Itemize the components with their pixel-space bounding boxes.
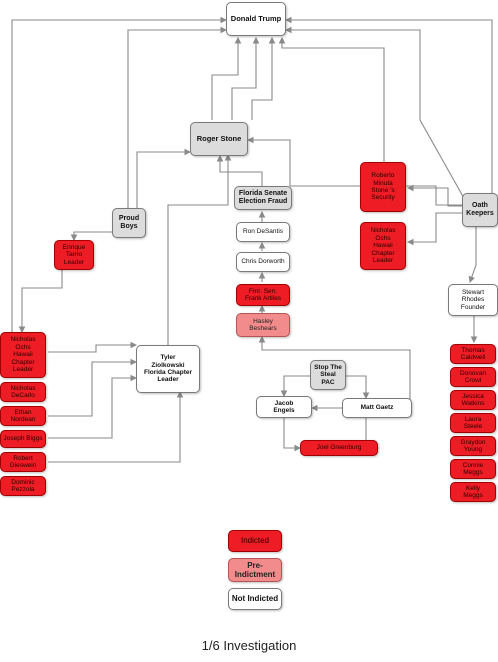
edge-stone-trump-3 [251, 36, 276, 120]
edge-oathkeepers-trump [284, 26, 466, 201]
edge-stone-trump-1 [211, 36, 242, 120]
edge-stopsteal-gaetz [346, 375, 370, 400]
edge-decarlo-ziolkowski [48, 341, 138, 353]
node-jessica-watkins: Jessica Watkins [450, 390, 496, 410]
edge-right-border-trump [284, 16, 493, 205]
node-frank-artiles: Fmr. Sen. Frank Artiles [236, 284, 290, 306]
node-tyler-ziolkowski: Tyler Ziolkowski Florida Chapter Leader [136, 345, 200, 393]
node-proud-boys: Proud Boys [112, 208, 146, 238]
node-stop-the-steal-pac: Stop The Steal PAC [310, 360, 346, 390]
legend-not-indicted: Not Indicted [228, 588, 282, 610]
edge-gaetz-beshears [258, 335, 411, 400]
node-ethan-nordean: Ethan Nordean [0, 406, 46, 426]
edge-gieswein-ziolkowski [48, 390, 184, 463]
node-joel-greenberg: Joel Greenburg [300, 440, 378, 456]
node-jacob-engels: Jacob Engels [256, 396, 312, 418]
node-stewart-rhodes: Stewart Rhodes Founder [448, 284, 498, 316]
node-hasley-beshears: Hasley Beshears [236, 313, 290, 337]
node-dominic-pezzola: Dominic Pezzola [0, 476, 46, 496]
node-donald-trump: Donald Trump [226, 2, 286, 36]
edge-stone-trump-2 [231, 36, 260, 120]
edge-ziolkowski-stone [167, 153, 232, 345]
edge-proudboys-stone [136, 148, 192, 208]
edge-oathkeepers-minuta [406, 184, 462, 207]
node-connie-meggs: Connie Meggs [450, 459, 496, 479]
node-ochs-hawaii-right: Nicholas Ochs Hawaii Chapter Leader [360, 222, 406, 270]
node-enrique-tarrio: Enrique Tarrio Leader [54, 240, 94, 270]
node-chris-dorworth: Chris Dorworth [236, 252, 290, 272]
node-oath-keepers: Oath Keepers [462, 193, 498, 227]
node-florida-senate-fraud: Florida Senate Election Fraud [234, 186, 292, 210]
edge-flsenate-stone [216, 154, 263, 186]
edge-engels-greenberg [283, 416, 302, 452]
edge-left-border-trump [11, 16, 228, 340]
edge-proudboys-trump [127, 26, 228, 208]
node-graydon-young: Graydon Young [450, 436, 496, 456]
page-title: 1/6 Investigation [201, 638, 297, 653]
node-joseph-biggs: Joseph Biggs [0, 430, 46, 448]
legend-indicted: Indicted [228, 530, 282, 552]
node-laura-steele: Laura Steele [450, 413, 496, 433]
node-matt-gaetz: Matt Gaetz [342, 398, 412, 418]
node-thomas-caldwell: Thomas Caldwell [450, 344, 496, 364]
node-donovan-crowl: Donovan Crowl [450, 367, 496, 387]
node-roger-stone: Roger Stone [190, 122, 248, 156]
edge-tarrio-ochsleader [18, 270, 63, 334]
edge-nordean-ziolkowski [48, 358, 138, 417]
node-ron-desantis: Ron DeSantis [236, 222, 290, 242]
node-kelly-meggs: Kelly Meggs [450, 482, 496, 502]
edge-biggs-ziolkowski [48, 374, 138, 439]
edge-stopsteal-engels [280, 375, 310, 398]
node-roberto-minuta: Roberto Minuta Stone ’s Security [360, 162, 406, 212]
edge-minuta-trump [278, 36, 385, 162]
edge-oathkeepers-ochs [406, 212, 462, 246]
edge-proudboys-tarrio [70, 226, 117, 242]
node-nicholas-decarlo: Nicholas DeCarlo [0, 382, 46, 402]
node-robert-gieswein: Robert Gieswein [0, 452, 46, 472]
legend-pre-indictment: Pre- Indictment [228, 558, 282, 582]
edge-oathkeepers-rhodes [468, 226, 477, 284]
node-nicholas-ochs-left: Nicholas Ochs Hawaii Chapter Leader [0, 332, 46, 378]
